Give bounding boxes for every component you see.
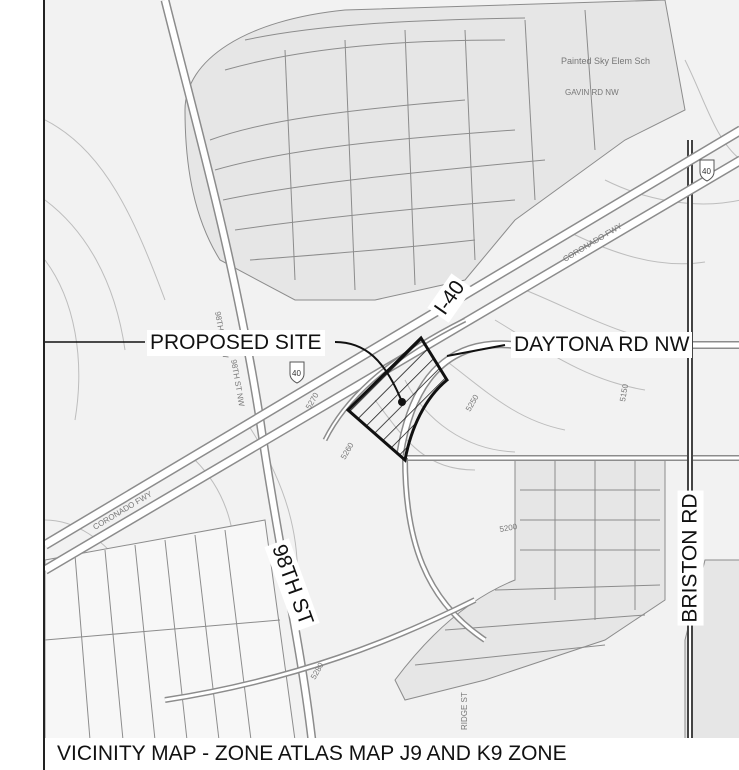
contour-label-5250: 5250	[464, 393, 481, 413]
southeast-subdivision	[394, 459, 666, 701]
basemap: Painted Sky Elem Sch GAVIN RD NW CORONAD…	[45, 0, 739, 770]
school-label: Painted Sky Elem Sch	[561, 56, 650, 66]
interstate-shield-icon-lower: 40	[289, 361, 305, 384]
proposed-site-leader	[334, 341, 403, 403]
north-subdivision	[184, 0, 686, 301]
contour-label-5260: 5260	[339, 441, 356, 461]
vicinity-map: Painted Sky Elem Sch GAVIN RD NW CORONAD…	[43, 0, 739, 770]
contour-label-5150: 5150	[618, 383, 630, 403]
svg-text:40: 40	[702, 167, 711, 176]
interstate-shield-icon: 40	[699, 159, 715, 182]
gavin-rd-label: GAVIN RD NW	[565, 88, 619, 97]
southwest-parcel-lines	[45, 529, 281, 741]
proposed-site-parcel	[345, 335, 449, 463]
southeast-subdivision-streets	[414, 460, 661, 666]
st-98th-nw-label: 98TH ST NW	[229, 359, 246, 408]
daytona-leader	[446, 344, 506, 357]
daytona-rd-label: DAYTONA RD NW	[511, 332, 693, 358]
north-subdivision-streets	[209, 9, 596, 291]
proposed-site-label: PROPOSED SITE	[147, 330, 325, 356]
svg-text:40: 40	[292, 369, 301, 378]
contour-label-5200: 5200	[499, 522, 519, 534]
briston-rd-label: BRISTON RD	[677, 490, 704, 626]
map-caption: VICINITY MAP - ZONE ATLAS MAP J9 AND K9 …	[45, 738, 739, 770]
ridge-st-label: RIDGE ST	[460, 692, 469, 730]
